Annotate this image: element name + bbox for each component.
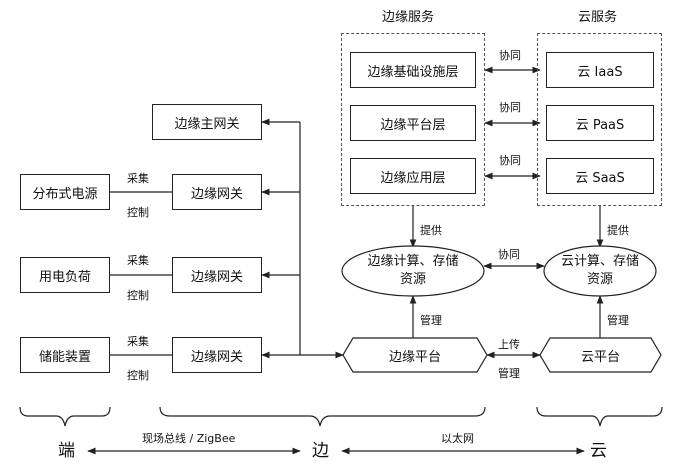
cloud-compute-ellipse-shape	[543, 245, 657, 297]
edge-main-gateway-box: 边缘主网关	[152, 104, 262, 140]
cloud-provide-label: 提供	[607, 224, 629, 237]
edge-tier-label: 边	[312, 441, 329, 461]
edge-services-group	[341, 33, 485, 206]
edge-gateway-box-2: 边缘网关	[172, 257, 262, 293]
cloud-compute-storage-resource: 云计算、存储资源	[544, 246, 656, 296]
edge-compute-line2: 资源	[399, 272, 426, 287]
edge-application-layer-box: 边缘应用层	[350, 158, 476, 194]
control-label-3: 控制	[127, 369, 149, 382]
distributed-power-box: 分布式电源	[20, 174, 110, 210]
cloud-saas-box: 云 SaaS	[546, 158, 654, 194]
edge-platform: 边缘平台	[388, 349, 441, 365]
ethernet-label: 以太网	[441, 432, 474, 445]
control-label-1: 控制	[127, 206, 149, 219]
edge-compute-line1: 边缘计算、存储	[367, 254, 459, 269]
brace-cloud	[536, 406, 663, 427]
cloud-compute-line1: 云计算、存储	[560, 254, 639, 269]
cloud-services-title: 云服务	[578, 10, 618, 25]
edge-compute-storage-resource: 边缘计算、存储资源	[342, 246, 484, 296]
cooperate-label-1: 协同	[499, 49, 521, 62]
cloud-tier-label: 云	[590, 441, 607, 461]
edge-gateway-box-3: 边缘网关	[172, 337, 262, 373]
brace-end	[19, 406, 111, 427]
edge-platform-hex-shape	[342, 337, 488, 373]
cloud-manage-label: 管理	[607, 314, 629, 327]
platform-manage-label: 管理	[498, 367, 520, 380]
cloud-platform: 云平台	[580, 349, 620, 365]
edge-manage-label: 管理	[420, 314, 442, 327]
compute-cooperate-label: 协同	[498, 248, 520, 261]
collect-label-1: 采集	[127, 172, 149, 185]
energy-storage-box: 储能装置	[20, 337, 110, 373]
edge-provide-label: 提供	[420, 224, 442, 237]
cloud-platform-hex-shape	[539, 337, 662, 373]
edge-services-title: 边缘服务	[382, 10, 435, 25]
collect-label-3: 采集	[127, 335, 149, 348]
cloud-compute-line2: 资源	[586, 272, 613, 287]
edge-gateway-box-1: 边缘网关	[172, 174, 262, 210]
cloud-services-group	[537, 33, 662, 206]
collect-label-2: 采集	[127, 254, 149, 267]
brace-edge	[159, 406, 486, 427]
cooperate-label-3: 协同	[499, 154, 521, 167]
end-tier-label: 端	[58, 441, 75, 461]
cooperate-label-2: 协同	[499, 101, 521, 114]
fieldbus-label: 现场总线 / ZigBee	[142, 432, 236, 445]
upload-label: 上传	[498, 338, 520, 351]
control-label-2: 控制	[127, 289, 149, 302]
edge-platform-layer-box: 边缘平台层	[350, 105, 476, 141]
cloud-paas-box: 云 PaaS	[546, 105, 654, 141]
cloud-iaas-box: 云 IaaS	[546, 52, 654, 88]
edge-compute-ellipse-shape	[341, 245, 485, 297]
power-load-box: 用电负荷	[20, 257, 110, 293]
edge-infrastructure-layer-box: 边缘基础设施层	[350, 52, 476, 88]
